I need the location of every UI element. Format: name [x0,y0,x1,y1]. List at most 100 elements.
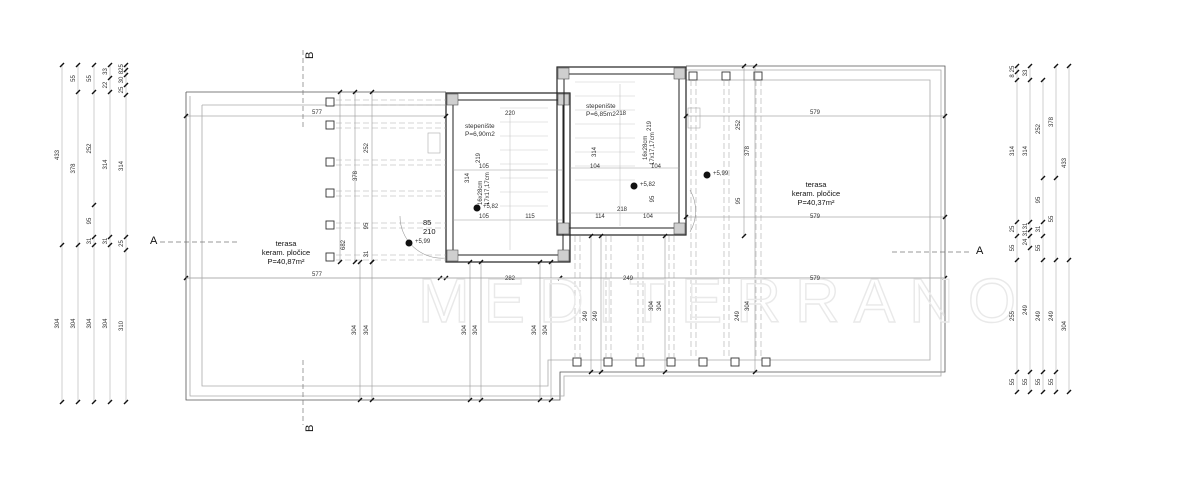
dimension-tick [91,62,97,68]
dimension-tick [942,113,948,119]
dimension-label: 25 [119,86,125,93]
dimension-tick [1040,369,1046,375]
dimension-tick [467,397,473,403]
dimension-label: 95 [87,217,93,224]
inner-vertical-dimensions: 252 378 95 31 682 304 304 304 304 304 30… [341,119,751,335]
dim-label: 95 [650,195,656,202]
dimension-label: 31 [103,237,109,244]
dim-label: 219 [476,152,482,163]
stair-area: P=6,85m2 [586,111,616,118]
dim-label: 104 [590,164,601,170]
dimension-label: 30 [119,76,125,83]
dimension-tick [1053,369,1059,375]
dim-label: 249 [623,276,634,282]
column-square [325,120,335,130]
dimension-tick [683,214,689,220]
stair-tread: 16x28cm [478,181,484,205]
dim-label: 218 [616,111,627,117]
dimension-tick [123,92,129,98]
dimension-tick [59,62,65,68]
dimension-label: 304 [1062,320,1068,331]
dimension-label: 433 [55,149,61,160]
dimension-tick [337,89,343,95]
dimension-tick [662,233,668,239]
dimension-tick [1040,77,1046,83]
dimension-tick [1040,219,1046,225]
dimension-label: 304 [71,318,77,329]
dimension-tick [123,247,129,253]
dimension-tick [598,369,604,375]
door-height: 210 [423,227,436,236]
dimension-tick [107,234,113,240]
dimension-tick [352,89,358,95]
dimension-tick [91,242,97,248]
dimension-label: 55 [1023,378,1029,385]
dimension-tick [752,63,758,69]
dim-label: 115 [525,214,535,220]
dimension-tick [75,242,81,248]
wall-column [673,222,686,235]
section-mark-a-right: A [976,245,984,257]
dimension-tick [548,397,554,403]
dimension-tick [337,259,343,265]
dimension-label: 314 [103,159,109,170]
dimension-tick [548,259,554,265]
dimension-tick [357,397,363,403]
dim-label: 304 [745,300,751,311]
dim-label: 304 [657,300,663,311]
level-marker: +5,99 [703,171,729,179]
dim-label: 249 [593,310,599,321]
dimension-tick [1014,77,1020,83]
dim-label: 249 [735,310,741,321]
dimension-label: 304 [103,318,109,329]
dimension-label: 25 [1010,65,1016,72]
dimension-label: 55 [1049,215,1055,222]
level-symbol-icon [630,182,638,190]
dim-label: 304 [364,324,370,335]
dimension-label: 31 [1023,222,1029,229]
column-square [761,357,771,367]
column-square [635,357,645,367]
dimension-tick [1053,257,1059,263]
dimension-tick [59,242,65,248]
dimension-label: 33 [103,68,109,75]
stair-right-walls [556,66,687,236]
dimension-label: 25 [119,64,125,71]
dimension-tick [683,113,689,119]
door-swing [399,215,447,259]
dimension-tick [1040,233,1046,239]
dimension-tick [123,82,129,88]
level-value: +5,82 [483,204,499,210]
dim-label: 304 [462,324,468,335]
dimension-tick [1014,219,1020,225]
dimension-label: 31 [1023,229,1029,236]
dimension-tick [478,397,484,403]
dimension-label: 249 [1036,310,1042,321]
dimension-label: 304 [55,318,61,329]
drain-icon [687,107,701,129]
dim-label: 105 [479,214,490,220]
dimension-tick [1014,69,1020,75]
dim-label: 314 [592,146,598,157]
wall-column [557,222,570,235]
level-marker: +5,99 [405,239,431,247]
dimension-tick [942,214,948,220]
stair-right: stepenište P=6,85m2 16x28cm 17x17,17cm [586,103,656,165]
column-square [688,71,698,81]
dimension-label: 55 [1036,378,1042,385]
dimension-label: 252 [1036,123,1042,134]
dimension-tick [369,259,375,265]
dim-label: 579 [810,110,821,116]
dimension-label: 55 [71,75,77,82]
room-name: terasa [806,180,828,189]
level-marker: +5,82 [630,182,656,190]
stair-name: stepenište [586,103,616,110]
dimension-tick [123,62,129,68]
dim-label: 304 [532,324,538,335]
dim-label: 378 [745,145,751,156]
dim-label: 579 [810,214,821,220]
dimension-tick [75,62,81,68]
column-square [666,357,676,367]
dimension-tick [1053,63,1059,69]
dimension-tick [107,62,113,68]
